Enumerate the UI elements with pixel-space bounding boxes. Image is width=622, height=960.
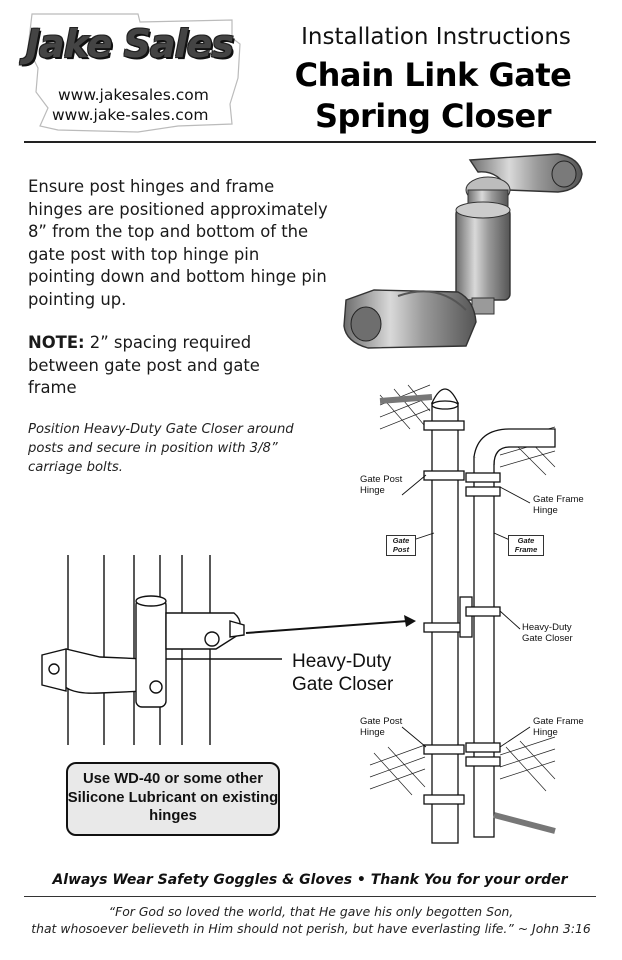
safety-footer: Always Wear Safety Goggles & Gloves • Th… — [52, 872, 568, 888]
note-text: 2” spacing required between gate post an… — [28, 333, 260, 397]
label-closer-line1: Heavy-Duty — [292, 651, 392, 672]
installed-gate-diagram — [369, 384, 556, 844]
label-gate-frame-hinge-top: Gate Frame Hinge — [533, 494, 584, 516]
label-gate-post-hinge-bottom: Gate Post Hinge — [360, 716, 403, 738]
spacing-note: NOTE: 2” spacing required between gate p… — [28, 332, 308, 400]
instruction-position-closer: Position Heavy-Duty Gate Closer around p… — [28, 422, 294, 475]
footer-divider — [24, 896, 596, 897]
document-title-line2: Spring Closer — [315, 97, 552, 135]
label-closer-line2: Gate Closer — [292, 674, 394, 695]
label-heavy-duty-closer-large: Heavy-Duty Gate Closer — [292, 650, 393, 696]
lubricant-callout-text: Use WD-40 or some other Silicone Lubrica… — [67, 771, 279, 824]
closer-closeup-diagram — [41, 555, 416, 745]
document-title-line1: Chain Link Gate — [294, 56, 572, 94]
tag-gate-frame: Gate Frame — [508, 535, 544, 556]
label-heavy-duty-closer: Heavy-Duty Gate Closer — [522, 622, 573, 644]
instruction-step-hinge-position: Ensure post hinges and frame hinges are … — [28, 177, 328, 309]
label-gate-frame-hinge-bottom: Gate Frame Hinge — [533, 716, 584, 738]
note-label: NOTE: — [28, 333, 85, 352]
website-url-secondary[interactable]: www.jake-sales.com — [52, 106, 209, 124]
label-gate-post-hinge-top: Gate Post Hinge — [360, 474, 403, 496]
bible-verse-line2: that whosoever believeth in Him should n… — [31, 921, 591, 936]
gate-closer-photo — [343, 153, 583, 349]
logo-state-outline — [27, 13, 241, 133]
bible-verse-line1: “For God so loved the world, that He gav… — [108, 904, 514, 919]
header-divider — [24, 141, 596, 143]
website-url-primary[interactable]: www.jakesales.com — [58, 86, 209, 104]
document-kicker: Installation Instructions — [301, 24, 571, 50]
brand-logo: Jake Sales — [26, 22, 234, 66]
tag-gate-post: Gate Post — [386, 535, 416, 556]
lubricant-callout-box — [66, 762, 280, 836]
